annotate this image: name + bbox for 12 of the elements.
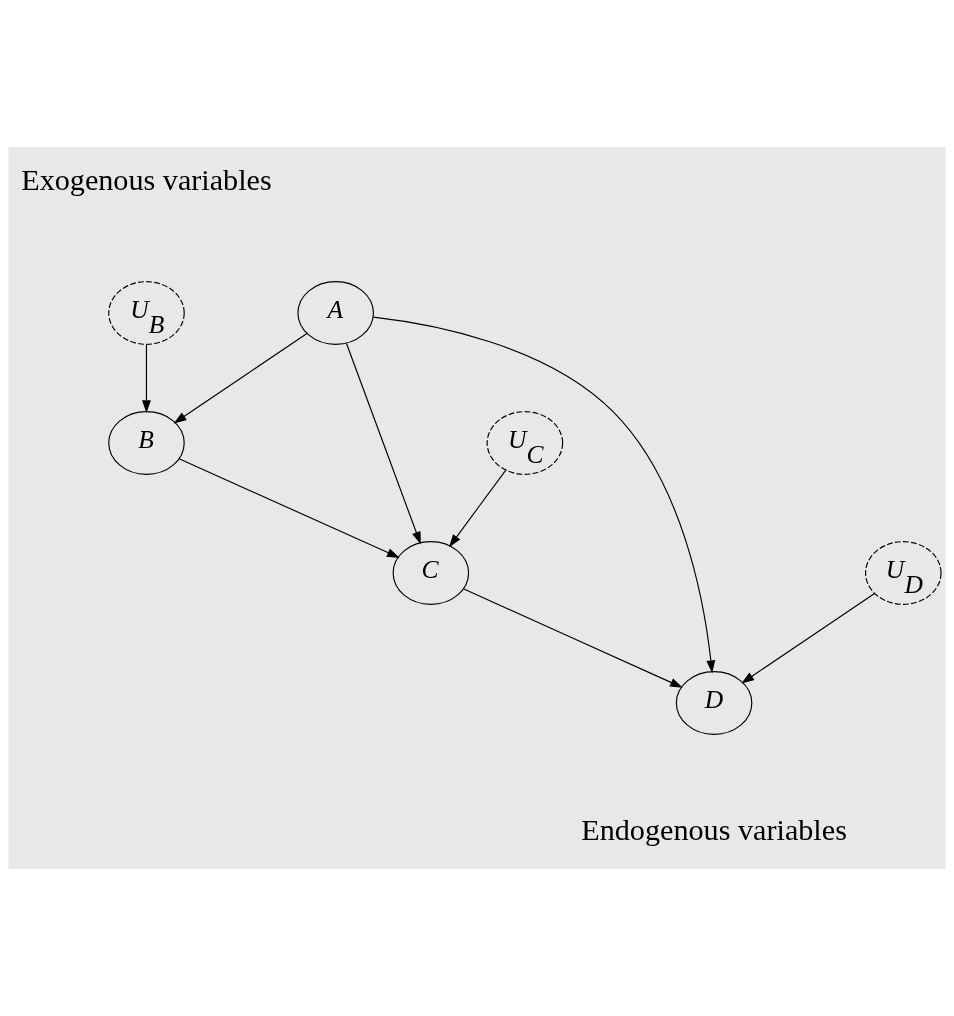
label: Endogenous variables — [581, 813, 847, 848]
arrow — [372, 316, 716, 674]
arrow — [345, 342, 421, 545]
arrow — [178, 458, 400, 558]
arrow — [741, 592, 876, 684]
arrow — [173, 332, 308, 424]
node-ellipse: C — [392, 541, 470, 605]
label: Exogenous variables — [21, 163, 272, 198]
node-ellipse: A — [297, 281, 374, 345]
arrow — [449, 469, 507, 548]
arrow — [463, 588, 683, 688]
arrow — [142, 343, 151, 414]
